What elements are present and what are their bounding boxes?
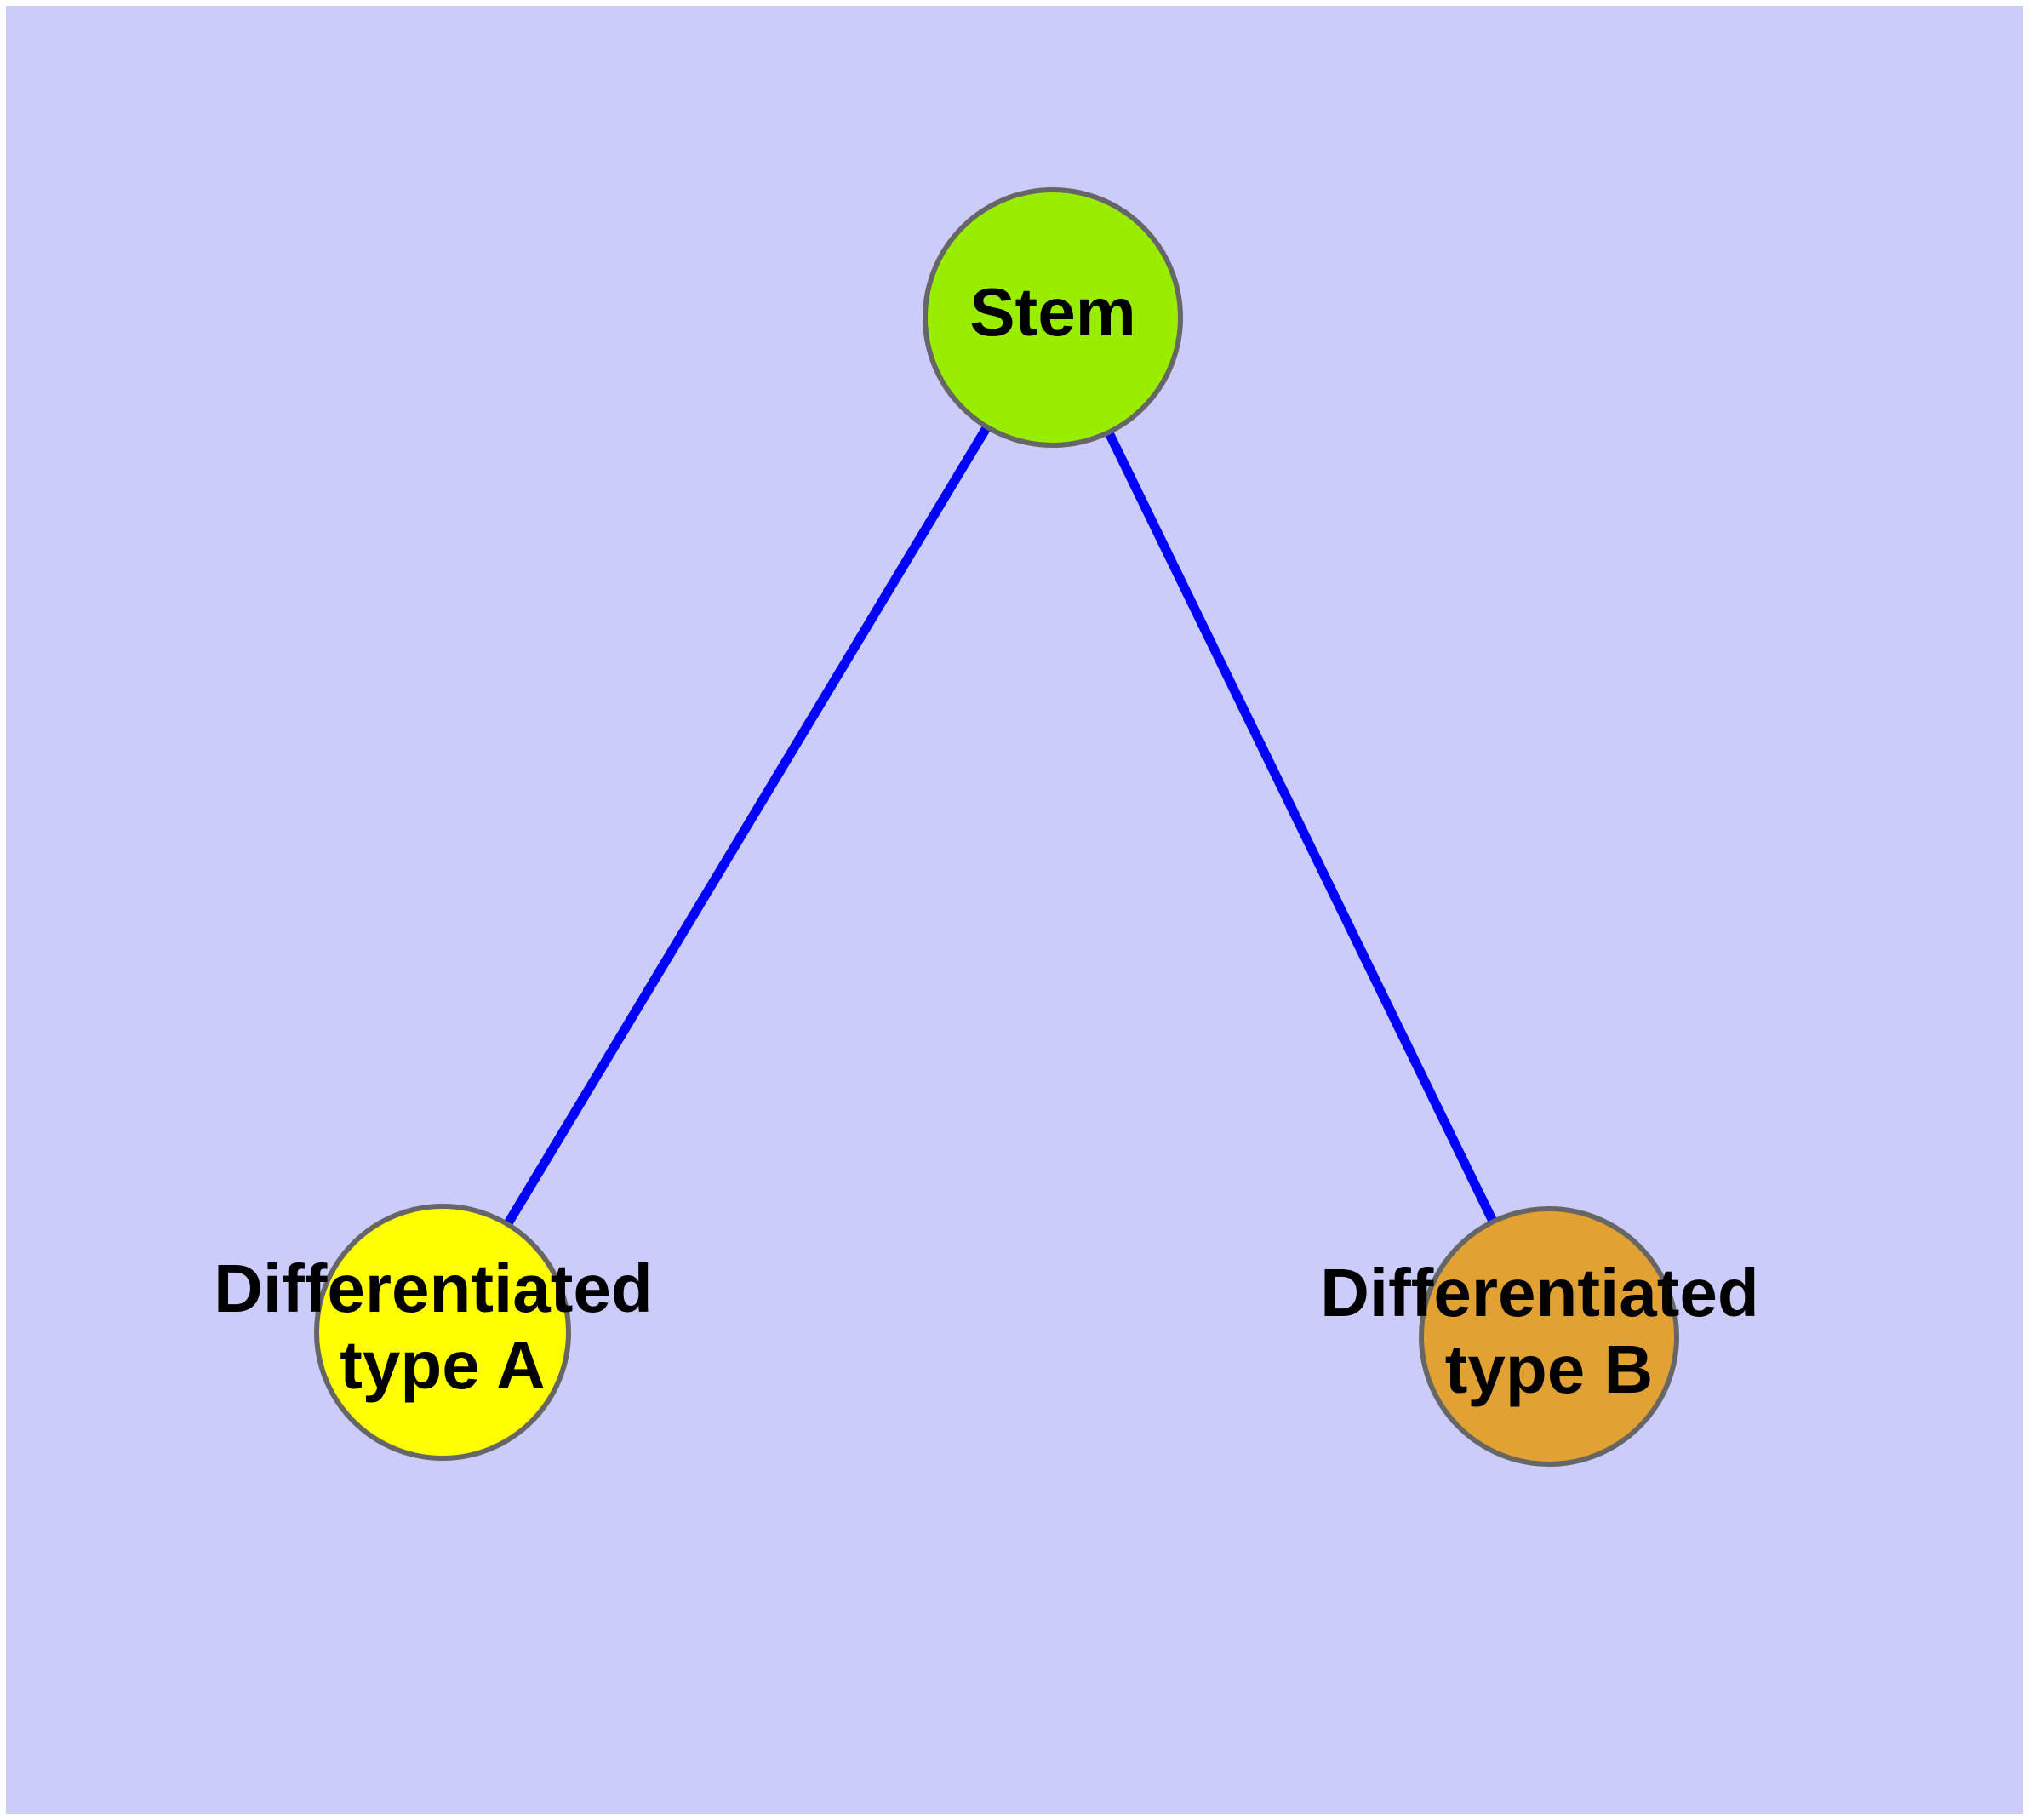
edges-layer [503,424,1498,1228]
node-differentiated-type-a-label-line-1: Differentiated [214,1251,653,1326]
edge-stem-to-differentiated-type-a[interactable] [503,424,992,1228]
node-differentiated-type-a-circle[interactable] [314,1204,571,1461]
node-stem-label: Stem [969,274,1136,350]
node-stem-label-line-1: Stem [969,274,1136,350]
edge-stem-to-differentiated-type-b[interactable] [1104,430,1498,1224]
node-differentiated-type-b-circle[interactable] [1419,1206,1679,1467]
node-differentiated-type-b[interactable]: Differentiated type B [1320,1206,1778,1467]
node-differentiated-type-a[interactable]: Differentiated type A [214,1204,672,1461]
node-differentiated-type-b-label-line-1: Differentiated [1320,1255,1759,1331]
node-stem[interactable]: Stem [923,187,1183,448]
node-differentiated-type-a-label-line-2: type A [340,1327,546,1403]
node-stem-circle[interactable] [923,187,1183,448]
nodes-layer: Stem Differentiated type A Differentiate… [214,187,1778,1467]
node-differentiated-type-b-label: Differentiated type B [1320,1255,1778,1407]
node-differentiated-type-a-label: Differentiated type A [214,1251,672,1403]
node-differentiated-type-b-label-line-2: type B [1445,1331,1654,1407]
